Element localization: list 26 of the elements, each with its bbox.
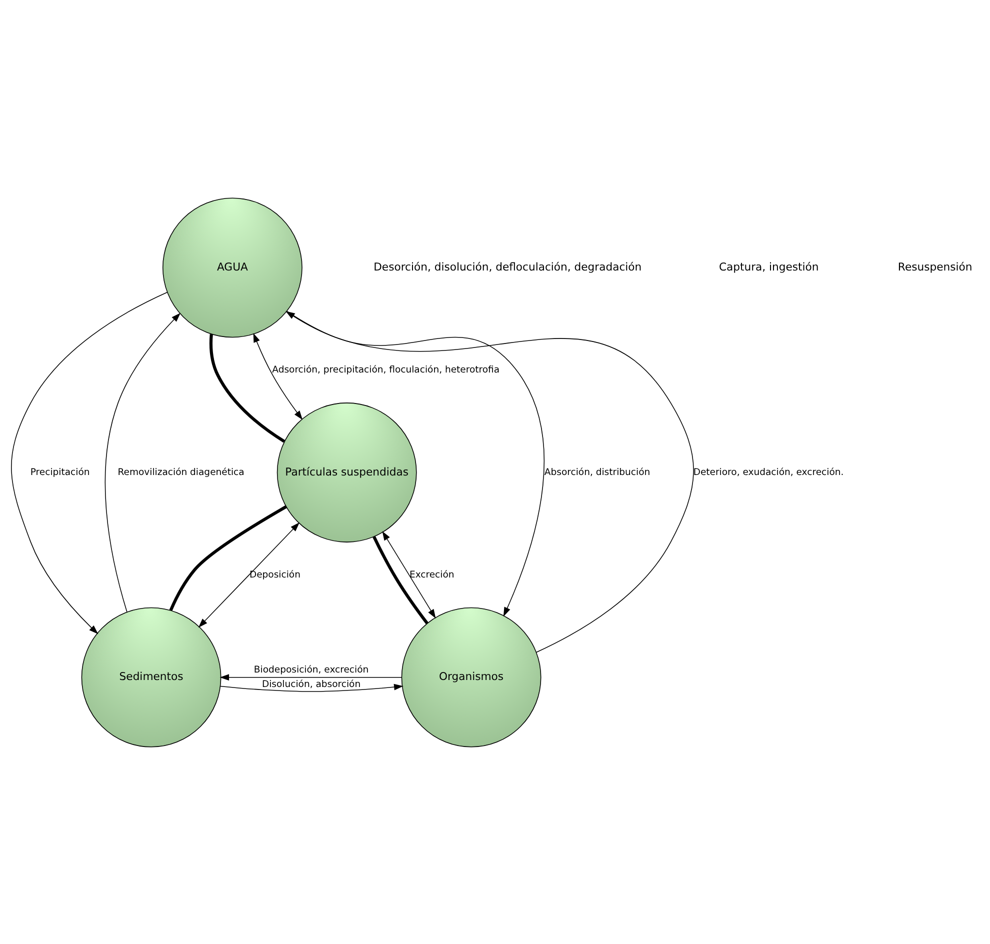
label: Desorción, disolución, defloculación, degradación [374, 260, 642, 274]
edge-label: Excreción [409, 568, 454, 580]
arrow [220, 683, 404, 692]
label: Resuspensión [898, 260, 972, 274]
connector [169, 504, 287, 610]
edge-label: Absorción, distribución [544, 466, 650, 478]
arrow [11, 291, 168, 634]
arrow [220, 674, 402, 680]
edge-label: Disolución, absorción [262, 678, 361, 690]
edge-label: Deposición [249, 568, 300, 580]
connector [209, 334, 286, 442]
label: Captura, ingestión [718, 260, 819, 274]
edge-label: Precipitación [30, 466, 90, 478]
edge-label: Removilización diagenética [118, 466, 244, 478]
edge-label: Adsorción, precipitación, floculación, heterotrofia [272, 364, 500, 375]
edge-label: Biodeposición, excreción [254, 664, 369, 675]
arrow [198, 522, 300, 628]
arrow [382, 530, 436, 618]
arrow [286, 310, 545, 616]
node-circle: Sedimentos [81, 606, 222, 747]
node-circle: AGUA [162, 197, 302, 338]
arrow [286, 310, 694, 652]
edge-label: Deterioro, exudación, excreción. [693, 466, 844, 478]
arrow [253, 332, 303, 420]
connector [372, 536, 428, 624]
arrow [104, 312, 181, 612]
